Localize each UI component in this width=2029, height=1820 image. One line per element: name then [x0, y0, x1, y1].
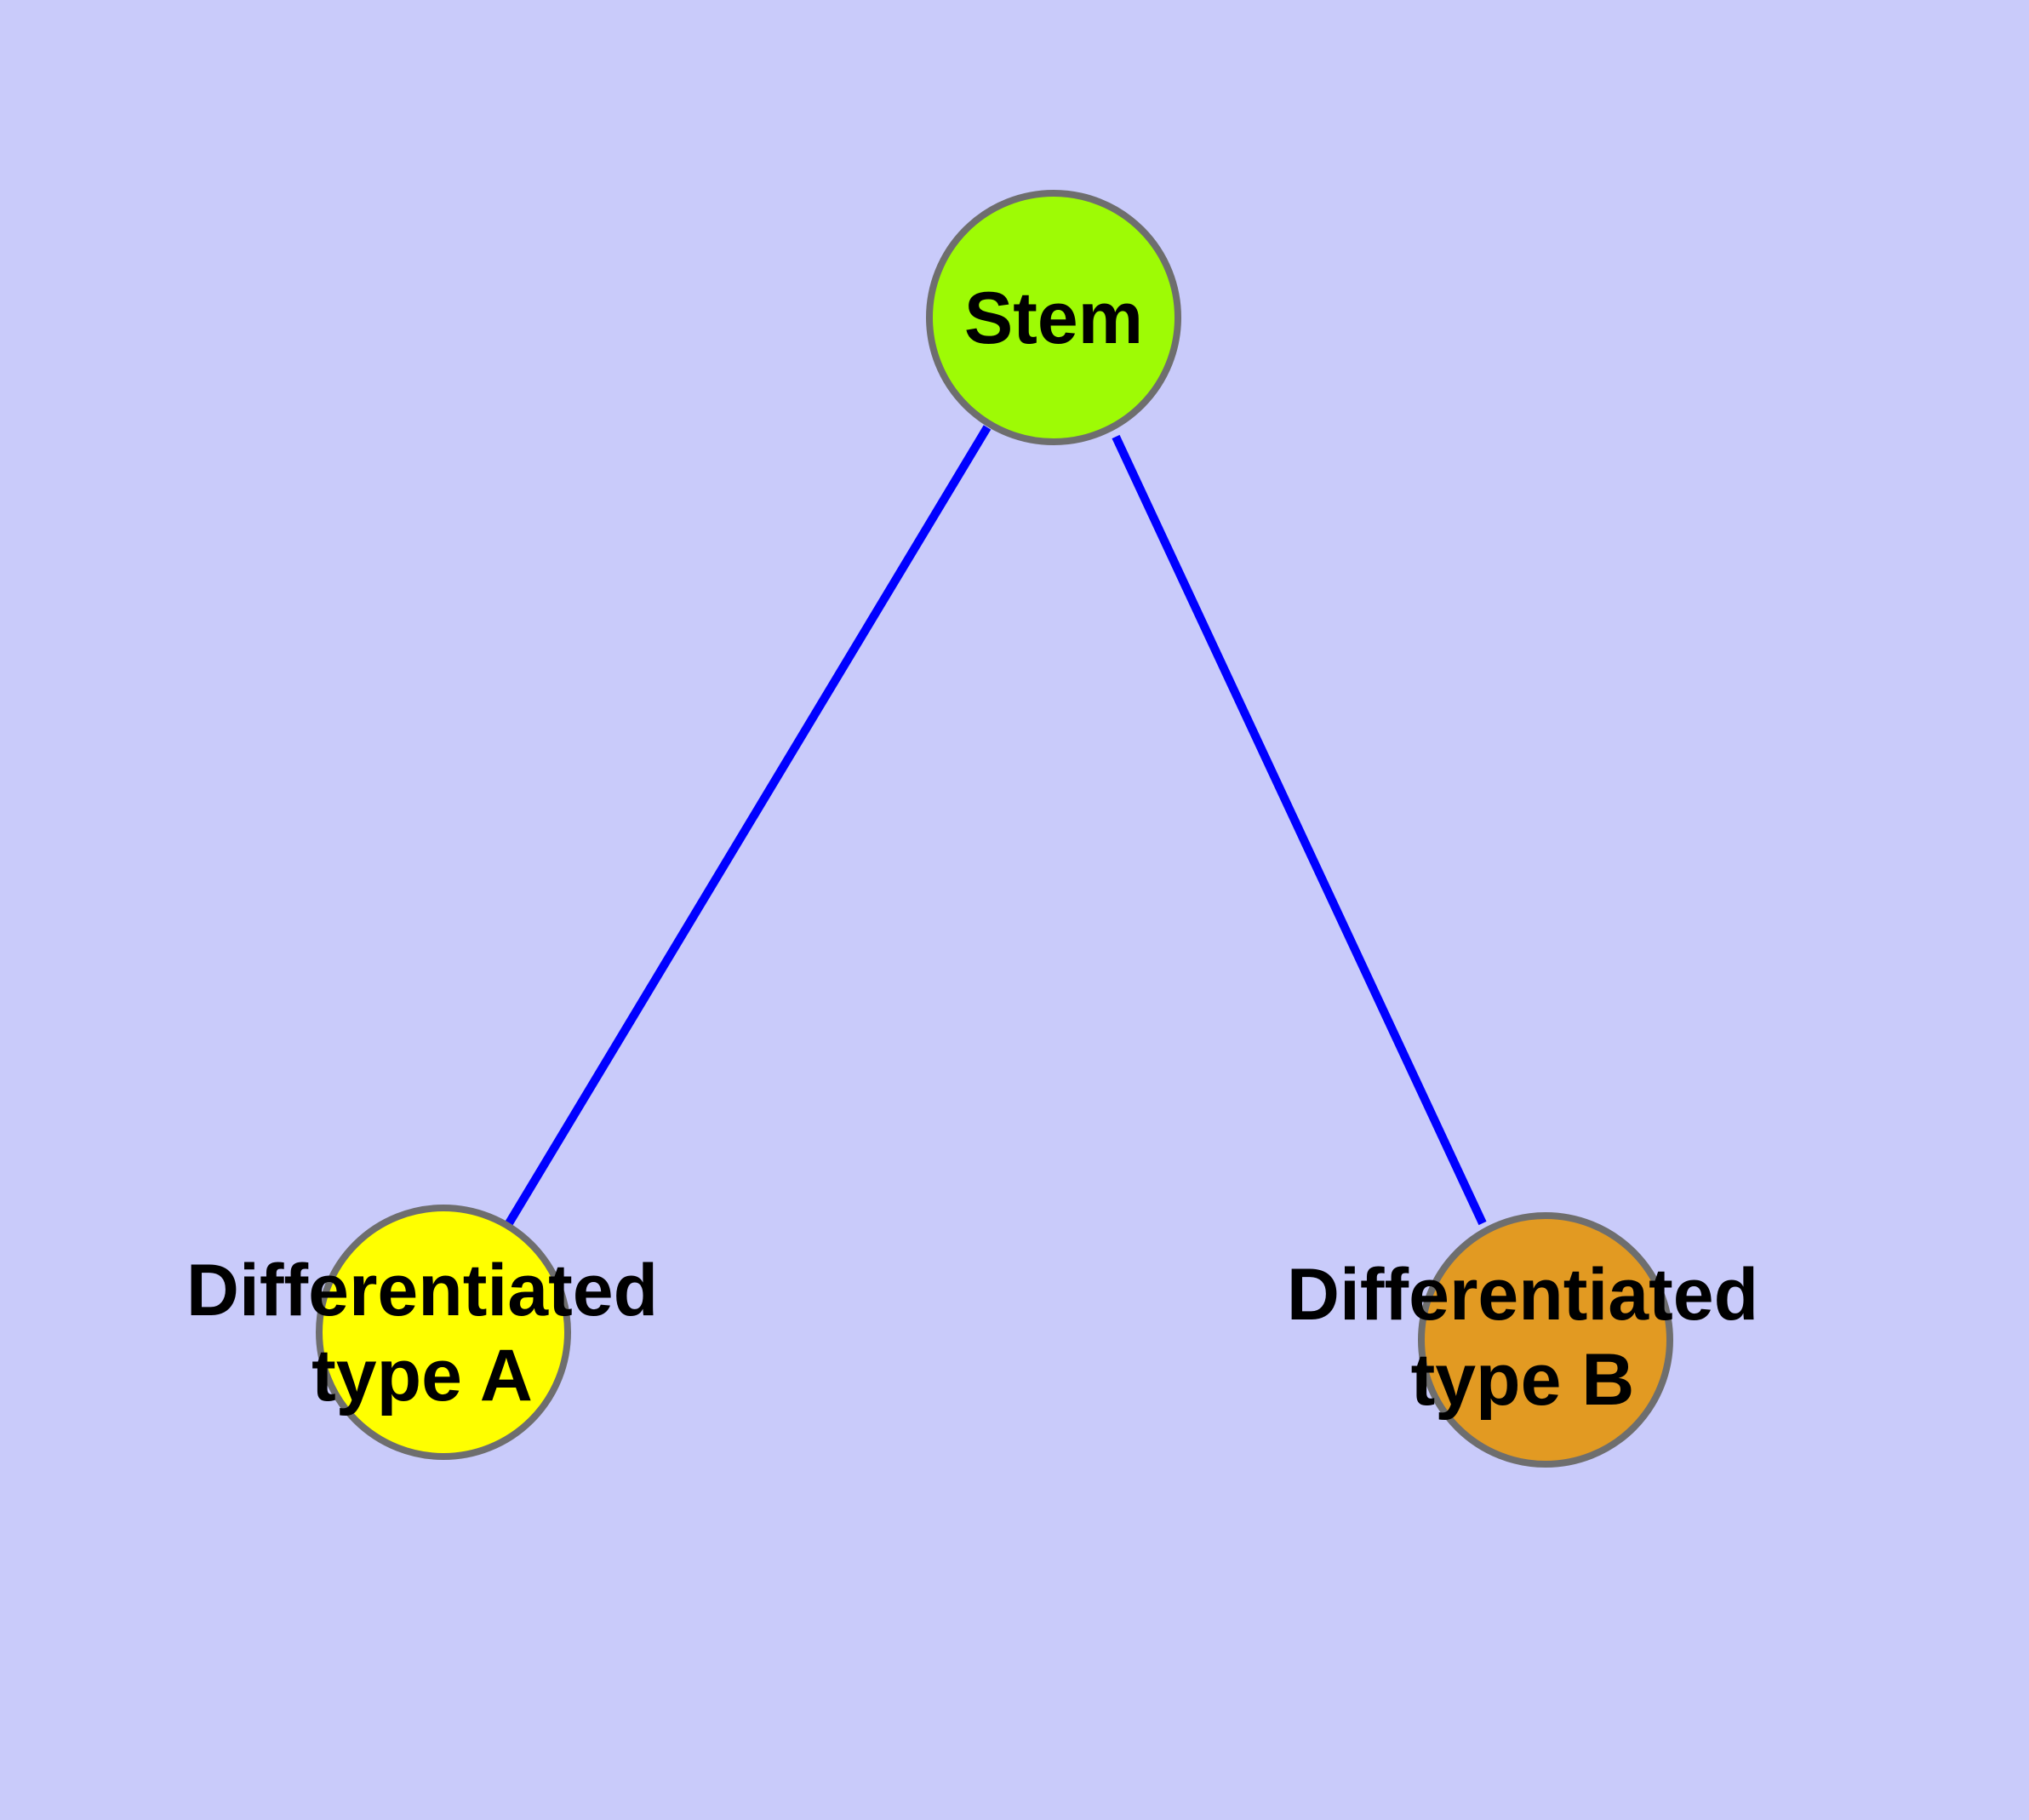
node-label-line: type A — [311, 1335, 533, 1417]
nodes-group — [316, 190, 1673, 1468]
node-label-stem: Stem — [964, 278, 1143, 359]
node-differentiated-type-b[interactable] — [1418, 1212, 1673, 1468]
node-label-line: Differentiated — [186, 1250, 658, 1331]
edge-stem-to-differentiated-type-b[interactable] — [1112, 434, 1487, 1226]
node-label-line: Stem — [964, 278, 1143, 359]
node-stem[interactable] — [926, 190, 1181, 445]
node-differentiated-type-a[interactable] — [316, 1205, 571, 1460]
node-label-line: Differentiated — [1287, 1254, 1758, 1336]
edge-stem-to-differentiated-type-a[interactable] — [505, 425, 992, 1226]
node-differentiated-type-b-circle[interactable] — [1418, 1212, 1673, 1468]
node-stem-circle[interactable] — [926, 190, 1181, 445]
node-label-line: type B — [1411, 1339, 1635, 1421]
edges-group — [505, 425, 1487, 1226]
node-differentiated-type-a-circle[interactable] — [316, 1205, 571, 1460]
